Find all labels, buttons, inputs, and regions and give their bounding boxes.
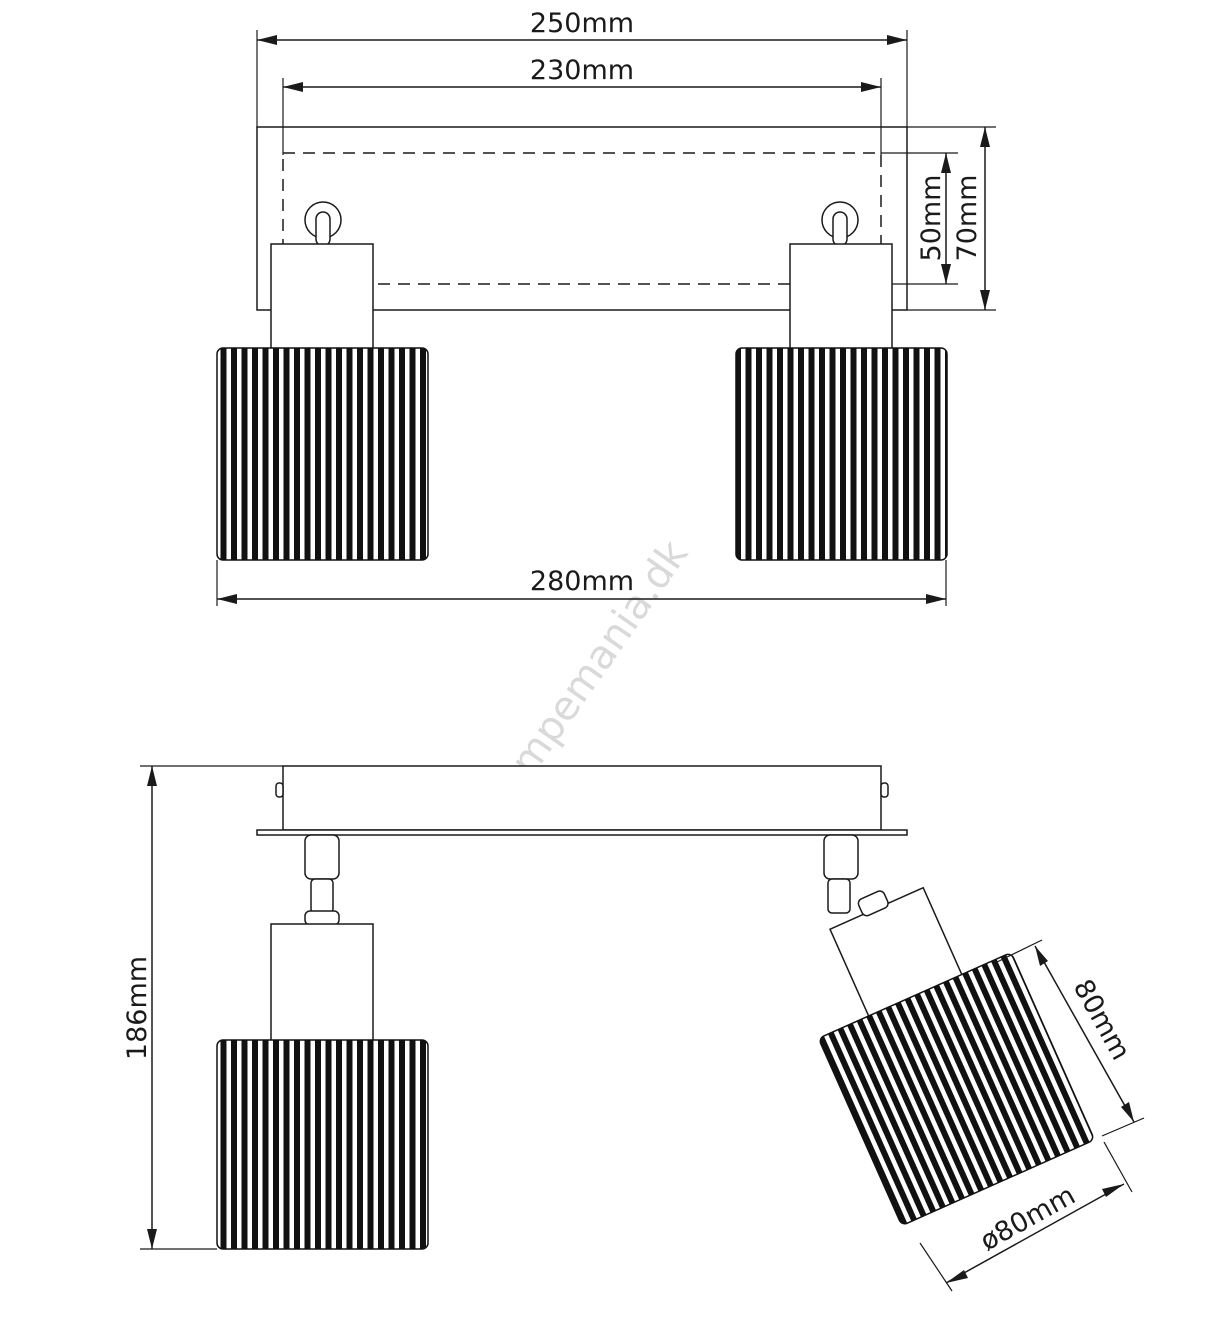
ribbed-shade bbox=[735, 347, 948, 561]
lamp-holder bbox=[270, 243, 374, 351]
dimension-line-diameter-80 bbox=[945, 1183, 1125, 1284]
arrowhead bbox=[283, 82, 303, 92]
arrowhead bbox=[1121, 1102, 1134, 1122]
dimension-label-186: 186mm bbox=[122, 956, 153, 1060]
dimension-label-230: 230mm bbox=[530, 55, 634, 86]
lamp-holder bbox=[270, 923, 374, 1043]
ribbed-shade bbox=[216, 1039, 429, 1250]
swivel-arm bbox=[823, 834, 859, 880]
base-flange bbox=[256, 829, 908, 836]
swivel-joint bbox=[310, 878, 334, 914]
pivot-stem bbox=[315, 211, 331, 247]
dimension-label-250: 250mm bbox=[530, 8, 634, 39]
dimension-label-50: 50mm bbox=[916, 175, 947, 262]
side-screw bbox=[880, 782, 889, 798]
arrowhead bbox=[147, 1229, 157, 1249]
tilted-lamp bbox=[819, 886, 1094, 1225]
dimension-label-280: 280mm bbox=[530, 566, 634, 597]
ribbed-shade bbox=[819, 953, 1094, 1225]
swivel-clip bbox=[304, 910, 340, 926]
base-body bbox=[282, 765, 882, 831]
swivel-clip bbox=[857, 890, 889, 917]
arrowhead bbox=[1035, 946, 1048, 966]
arrowhead bbox=[926, 594, 946, 604]
arrowhead bbox=[946, 1270, 968, 1283]
arrowhead bbox=[1102, 1184, 1124, 1197]
dimension-line-80 bbox=[1034, 945, 1135, 1123]
dimension-label-70: 70mm bbox=[952, 175, 983, 262]
extension-line bbox=[996, 939, 1043, 963]
arrowhead bbox=[980, 290, 990, 310]
swivel-arm bbox=[304, 834, 340, 880]
dimension-label-diameter-80: ø80mm bbox=[975, 1180, 1081, 1257]
arrowhead bbox=[941, 153, 951, 173]
arrowhead bbox=[887, 35, 907, 45]
lamp-holder bbox=[789, 243, 893, 351]
top-view: 250mm 230mm 50mm 70mm 280mm bbox=[216, 8, 996, 606]
arrowhead bbox=[980, 127, 990, 147]
arrowhead bbox=[217, 594, 237, 604]
ribbed-shade bbox=[216, 347, 429, 561]
extension-line bbox=[1101, 1117, 1145, 1137]
base-plate-outline bbox=[256, 126, 908, 311]
pivot-stem bbox=[832, 211, 848, 247]
arrowhead bbox=[941, 264, 951, 284]
side-view: 186mm 80mm ø80mm bbox=[122, 765, 1145, 1292]
arrowhead bbox=[861, 82, 881, 92]
side-screw bbox=[275, 782, 284, 798]
extension-line bbox=[1103, 1141, 1133, 1193]
arrowhead bbox=[147, 766, 157, 786]
arrowhead bbox=[257, 35, 277, 45]
swivel-joint bbox=[827, 878, 851, 914]
extension-line bbox=[919, 1242, 953, 1292]
hidden-inner-plate bbox=[282, 152, 882, 285]
